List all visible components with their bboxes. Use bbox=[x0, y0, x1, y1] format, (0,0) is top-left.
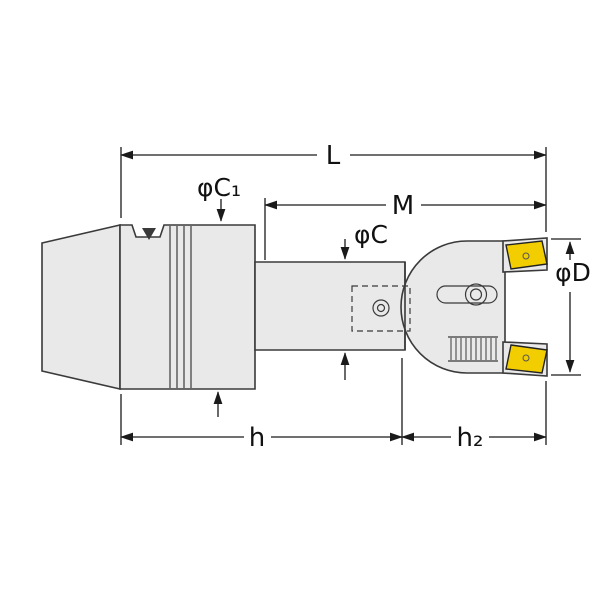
cutter-head bbox=[400, 240, 506, 374]
arbor-shaft bbox=[254, 261, 406, 351]
insert-top bbox=[505, 240, 548, 270]
side-screw-hole-inner bbox=[376, 303, 386, 313]
side-screw-hole-outer bbox=[372, 299, 390, 317]
flange bbox=[119, 224, 256, 390]
shank-taper bbox=[41, 223, 121, 391]
label-bg-L bbox=[317, 142, 350, 168]
clamp-slot bbox=[436, 285, 498, 304]
label-bg-h bbox=[244, 424, 271, 450]
dim-label-C: φC bbox=[354, 220, 388, 249]
clamp-screw-outer bbox=[464, 283, 488, 306]
tool-body bbox=[41, 223, 548, 391]
hidden-detail-box bbox=[351, 285, 411, 332]
insert-screw-top bbox=[522, 252, 530, 260]
clamp-screw-inner bbox=[469, 288, 483, 301]
orientation-mark-icon bbox=[142, 228, 156, 240]
label-bg-M bbox=[386, 192, 421, 218]
dim-label-L: L bbox=[326, 141, 341, 171]
carbide-inserts bbox=[505, 240, 548, 374]
dim-label-C1: φC₁ bbox=[197, 173, 241, 202]
label-bg-h2 bbox=[451, 424, 489, 450]
dim-label-M: M bbox=[392, 191, 414, 221]
insert-screw-bottom bbox=[522, 354, 530, 362]
insert-bottom bbox=[505, 344, 548, 374]
body-details bbox=[142, 226, 498, 388]
dim-label-h2: h₂ bbox=[457, 423, 484, 453]
serration-hatch bbox=[450, 338, 497, 360]
dim-label-h: h bbox=[249, 423, 265, 453]
dimension-labels: L M φC₁ φC φD h h₂ bbox=[197, 141, 591, 453]
dim-label-D: φD bbox=[555, 258, 591, 287]
label-backgrounds bbox=[244, 142, 489, 450]
